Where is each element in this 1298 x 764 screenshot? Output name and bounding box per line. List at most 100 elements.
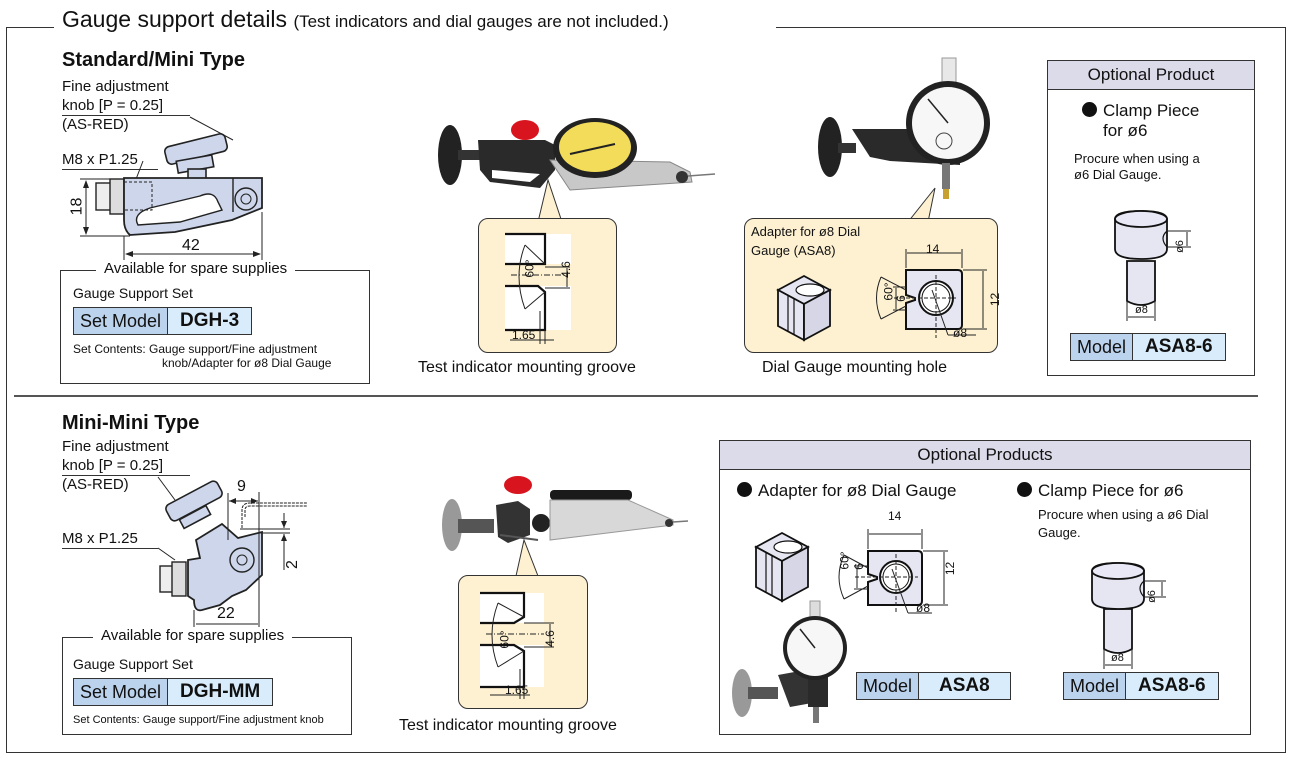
page-title: Gauge support details (Test indicators a… [62,6,669,33]
mm-set-model-value: DGH-MM [168,679,273,705]
mm-groove-depth: 1.65 [505,683,529,697]
mm-clamp-piece-drawing [1091,562,1166,669]
knob-label-line3: (AS-RED) [62,116,129,133]
groove-drawing-standard [505,232,571,344]
clamp-title-line1: Clamp Piece [1082,101,1199,120]
groove-drawing-minimini [480,591,554,699]
dial-gauge-photo [818,57,990,199]
adapter-dia: ø8 [916,601,931,615]
adapter-title: Adapter for ø8 Dial Gauge [737,481,956,500]
clamp-dim-top: ø6 [1173,240,1186,253]
mm-clamp-shank-icon [1103,608,1133,654]
adapter-label-line2: Gauge (ASA8) [751,243,836,258]
dim-height-18: 18 [68,197,86,216]
hex-screw-icon [234,187,258,211]
mm-clamp-desc-line1: Procure when using a ø6 Dial [1038,507,1209,522]
hole-drawing [776,249,987,342]
title-main: Gauge support details [62,6,288,32]
callout-pointer-hole [906,187,936,223]
mm-set-name: Gauge Support Set [73,656,193,672]
fine-adjust-knob-icon [164,133,228,180]
test-indicator-photo [438,118,716,191]
spare-legend: Available for spare supplies [96,260,296,277]
model-table-clamp: Model ASA8-6 [1070,333,1226,361]
mm-thread-label: M8 x P1.25 [62,529,158,549]
mm-fine-adjust-knob-icon [165,480,223,530]
optional-products-header: Optional Products [720,441,1250,470]
hole-caption: Dial Gauge mounting hole [762,359,948,376]
bullet-icon [1082,102,1097,117]
mm-knob-label-line2: knob [P = 0.25] [62,456,190,476]
adapter-dim-w: 14 [888,509,902,523]
clamp-desc-line1: Procure when using a [1074,151,1200,166]
model-table-adapter: Model ASA8 [856,672,1011,700]
mm-hex-screw-icon [229,547,255,573]
adapter-iso-icon [754,531,810,603]
hole-dim-h: 12 [988,292,1003,307]
clamp-title-text: Clamp Piece [1103,101,1200,120]
details-frame [6,27,1286,753]
frame-top-line-right [776,27,1285,28]
mm-thread-stub-icon [159,561,187,597]
clamp-piece-drawing [1114,210,1191,321]
mm-set-model-key: Set Model [74,679,169,705]
mm-clamp-model-value: ASA8-6 [1126,673,1218,699]
groove-depth-standard: 1.65 [512,328,536,342]
groove-width-standard: 4.6 [558,261,573,278]
mm-knob-label-line3: (AS-RED) [62,476,129,493]
mm-dim-side-2: 2 [283,560,301,569]
bullet-icon [1017,482,1032,497]
frame-top-line-left [6,27,54,28]
spare-supplies-box-standard: Available for spare supplies Gauge Suppo… [60,260,370,384]
spare-supplies-box-minimini: Available for spare supplies Gauge Suppo… [62,627,352,735]
clamp-shank-icon [1126,260,1156,306]
adapter-iso-icon [776,274,832,342]
section-title-minimini: Mini-Mini Type [62,412,200,434]
mm-groove-angle: 60° [497,630,512,649]
clamp-desc-line2: ø6 Dial Gauge. [1074,167,1162,182]
standard-gauge-support-drawing [80,116,263,260]
adapter-angle: 60° [837,551,852,570]
adapter-dim-h: 12 [943,561,958,576]
mm-spare-legend: Available for spare supplies [93,627,293,644]
adapter-dial-gauge-photo [732,600,847,723]
mm-support-body-icon [187,522,263,612]
dim-width-42: 42 [182,237,200,254]
hole-dia: ø8 [953,326,968,340]
mm-clamp-dim-bottom: ø8 [1111,652,1124,664]
clamp-title-line2: for ø6 [1103,121,1148,140]
adapter-label-line1: Adapter for ø8 Dial [751,224,861,239]
title-note: (Test indicators and dial gauges are not… [293,12,669,31]
adapter-drawing [732,529,948,723]
set-model-key: Set Model [74,308,169,334]
mm-dim-width-22: 22 [217,605,235,622]
adapter-title-text: Adapter for ø8 Dial Gauge [758,481,957,500]
mm-red-knob-icon [504,476,532,494]
clamp-dim-bottom: ø8 [1135,304,1148,316]
set-contents-line1: Set Contents: Gauge support/Fine adjustm… [73,342,318,356]
set-name: Gauge Support Set [73,285,193,301]
mm-knob-label-line1: Fine adjustment [62,438,169,455]
mm-clamp-model-key: Model [1064,673,1127,699]
section-title-standard: Standard/Mini Type [62,49,245,71]
knob-label-line1: Fine adjustment [62,78,169,95]
red-knob-icon [511,120,539,140]
mm-clamp-desc-line2: Gauge. [1038,525,1081,540]
optional-products-box: Optional Products Adapter for ø8 Dial Ga… [719,440,1251,735]
mm-clamp-title: Clamp Piece for ø6 [1017,481,1184,500]
mm-dim-top-9: 9 [237,478,246,495]
adapter-model-key: Model [857,673,920,699]
optional-product-header: Optional Product [1048,61,1254,90]
model-key: Model [1071,334,1134,360]
thread-stub-icon [95,178,125,215]
model-table-mm-clamp: Model ASA8-6 [1063,672,1219,700]
callout-pointer-standard [537,178,563,223]
mm-test-indicator-photo [442,476,689,551]
set-model-table: Set Model DGH-3 [73,307,253,335]
mm-set-model-table: Set Model DGH-MM [73,678,274,706]
set-contents-line2: knob/Adapter for ø8 Dial Gauge [162,356,332,370]
section-divider [14,395,1258,397]
mm-set-contents: Set Contents: Gauge support/Fine adjustm… [73,714,324,726]
bullet-icon [737,482,752,497]
knob-label-line2: knob [P = 0.25] [62,96,190,116]
